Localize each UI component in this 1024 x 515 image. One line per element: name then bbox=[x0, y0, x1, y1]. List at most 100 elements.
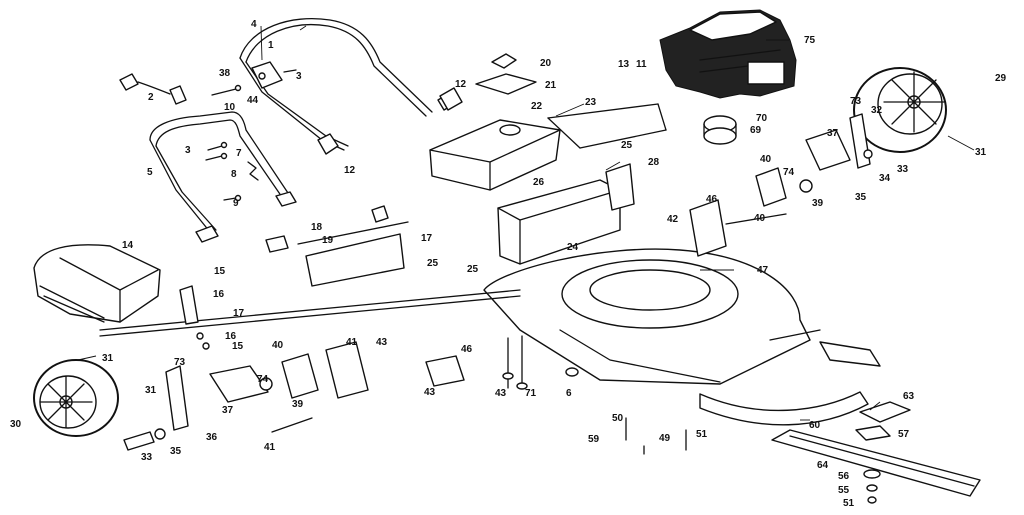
callout-50: 49 bbox=[659, 433, 671, 444]
callout-33-left: 31 bbox=[145, 385, 157, 396]
callout-74: 74 bbox=[783, 167, 795, 178]
callout-4: 4 bbox=[251, 19, 257, 30]
callout-9: 9 bbox=[233, 198, 239, 209]
height-adjuster-left bbox=[123, 341, 369, 451]
height-adjuster-right bbox=[689, 113, 873, 257]
callout-46-right: 46 bbox=[706, 194, 718, 205]
callout-38: 38 bbox=[219, 68, 231, 79]
callout-15-lower: 15 bbox=[232, 341, 244, 352]
callout-31: 29 bbox=[995, 73, 1007, 84]
callout-23: 21 bbox=[545, 80, 557, 91]
pulley-69-70 bbox=[703, 115, 737, 145]
callout-71: 71 bbox=[525, 388, 537, 399]
baffle-63 bbox=[699, 341, 881, 426]
fuel-cap-22-23 bbox=[475, 53, 537, 95]
callout-69: 69 bbox=[750, 125, 762, 136]
callout-40-left: 40 bbox=[272, 340, 284, 351]
callout-6: 6 bbox=[566, 388, 572, 399]
callout-2: 2 bbox=[148, 92, 154, 103]
callout-60: 59 bbox=[588, 434, 600, 445]
blade-65 bbox=[771, 429, 981, 497]
callout-21: 19 bbox=[322, 235, 334, 246]
lower-handle bbox=[149, 111, 297, 243]
callout-3: 3 bbox=[296, 71, 302, 82]
leader-lines bbox=[77, 25, 975, 421]
grass-bag-14 bbox=[33, 244, 161, 323]
callout-37: 37 bbox=[827, 128, 839, 139]
callout-15: 15 bbox=[214, 266, 226, 277]
upper-handle bbox=[239, 18, 455, 155]
engine bbox=[659, 9, 797, 99]
callout-41: 40 bbox=[754, 213, 766, 224]
blower-housing-29 bbox=[497, 179, 621, 265]
rear-wheel-32 bbox=[853, 67, 947, 153]
hinge-16-17-18 bbox=[179, 285, 210, 350]
callout-36-left: 36 bbox=[206, 432, 218, 443]
callout-22: 20 bbox=[540, 58, 552, 69]
callout-25: 23 bbox=[585, 97, 597, 108]
callout-8: 8 bbox=[231, 169, 237, 180]
callout-64: 63 bbox=[903, 391, 915, 402]
callout-28: 25 bbox=[467, 264, 479, 275]
callout-17: 17 bbox=[233, 308, 245, 319]
callout-56: 55 bbox=[838, 485, 850, 496]
handle-bracket-1 bbox=[251, 61, 297, 89]
deck-49 bbox=[483, 248, 821, 385]
callout-labels: 4 1 38 3 2 44 10 3 7 5 8 9 12 12 20 21 2… bbox=[10, 19, 1007, 509]
callout-14: 14 bbox=[122, 240, 134, 251]
handle-hardware bbox=[205, 84, 259, 202]
callout-25-lower: 24 bbox=[567, 242, 579, 253]
callout-34: 33 bbox=[897, 164, 909, 175]
callout-73-left: 73 bbox=[174, 357, 186, 368]
callout-46: 44 bbox=[247, 95, 259, 106]
bracket-26 bbox=[547, 103, 667, 149]
callout-26: 25 bbox=[621, 140, 633, 151]
callout-43-left: 43 bbox=[376, 337, 388, 348]
callout-43: 42 bbox=[667, 214, 679, 225]
callout-55: 51 bbox=[843, 498, 855, 509]
callout-43-center: 43 bbox=[495, 388, 507, 399]
callout-31-left: 30 bbox=[10, 419, 22, 430]
callout-39: 39 bbox=[812, 198, 824, 209]
callout-30: 28 bbox=[648, 157, 660, 168]
callout-65: 64 bbox=[817, 460, 829, 471]
callout-1: 1 bbox=[268, 40, 274, 51]
callout-74-left: 74 bbox=[257, 374, 269, 385]
callout-57: 56 bbox=[838, 471, 850, 482]
callout-44: 43 bbox=[424, 387, 436, 398]
callout-19: 17 bbox=[421, 233, 433, 244]
front-wheel-32 bbox=[33, 359, 119, 437]
bracket-30 bbox=[605, 163, 635, 211]
callout-18: 16 bbox=[225, 331, 237, 342]
callout-59: 57 bbox=[898, 429, 910, 440]
axle-rod bbox=[99, 289, 521, 337]
callout-40: 40 bbox=[760, 154, 772, 165]
callout-63: 60 bbox=[809, 420, 821, 431]
bracket-12 bbox=[439, 87, 463, 111]
callout-32: 31 bbox=[975, 147, 987, 158]
callout-32-left: 31 bbox=[102, 353, 114, 364]
callout-51: 50 bbox=[612, 413, 624, 424]
callout-20: 18 bbox=[311, 222, 323, 233]
cable-2 bbox=[119, 73, 187, 105]
callout-41-left: 41 bbox=[264, 442, 276, 453]
blade-adapter-59-64 bbox=[855, 401, 911, 504]
callout-49: 47 bbox=[757, 265, 769, 276]
callout-75: 75 bbox=[804, 35, 816, 46]
callout-35-left: 35 bbox=[170, 446, 182, 457]
callout-10: 10 bbox=[224, 102, 236, 113]
callout-7: 7 bbox=[236, 148, 242, 159]
callout-27: 25 bbox=[427, 258, 439, 269]
callout-3-lower: 3 bbox=[185, 145, 191, 156]
fuel-tank bbox=[429, 119, 561, 191]
callout-37-left: 37 bbox=[222, 405, 234, 416]
callout-73: 73 bbox=[850, 96, 862, 107]
callout-47: 46 bbox=[461, 344, 473, 355]
callout-11: 11 bbox=[636, 59, 647, 70]
callout-39-left: 39 bbox=[292, 399, 304, 410]
callout-70: 70 bbox=[756, 113, 768, 124]
callout-51-right: 51 bbox=[696, 429, 708, 440]
misc-hardware bbox=[425, 335, 687, 455]
